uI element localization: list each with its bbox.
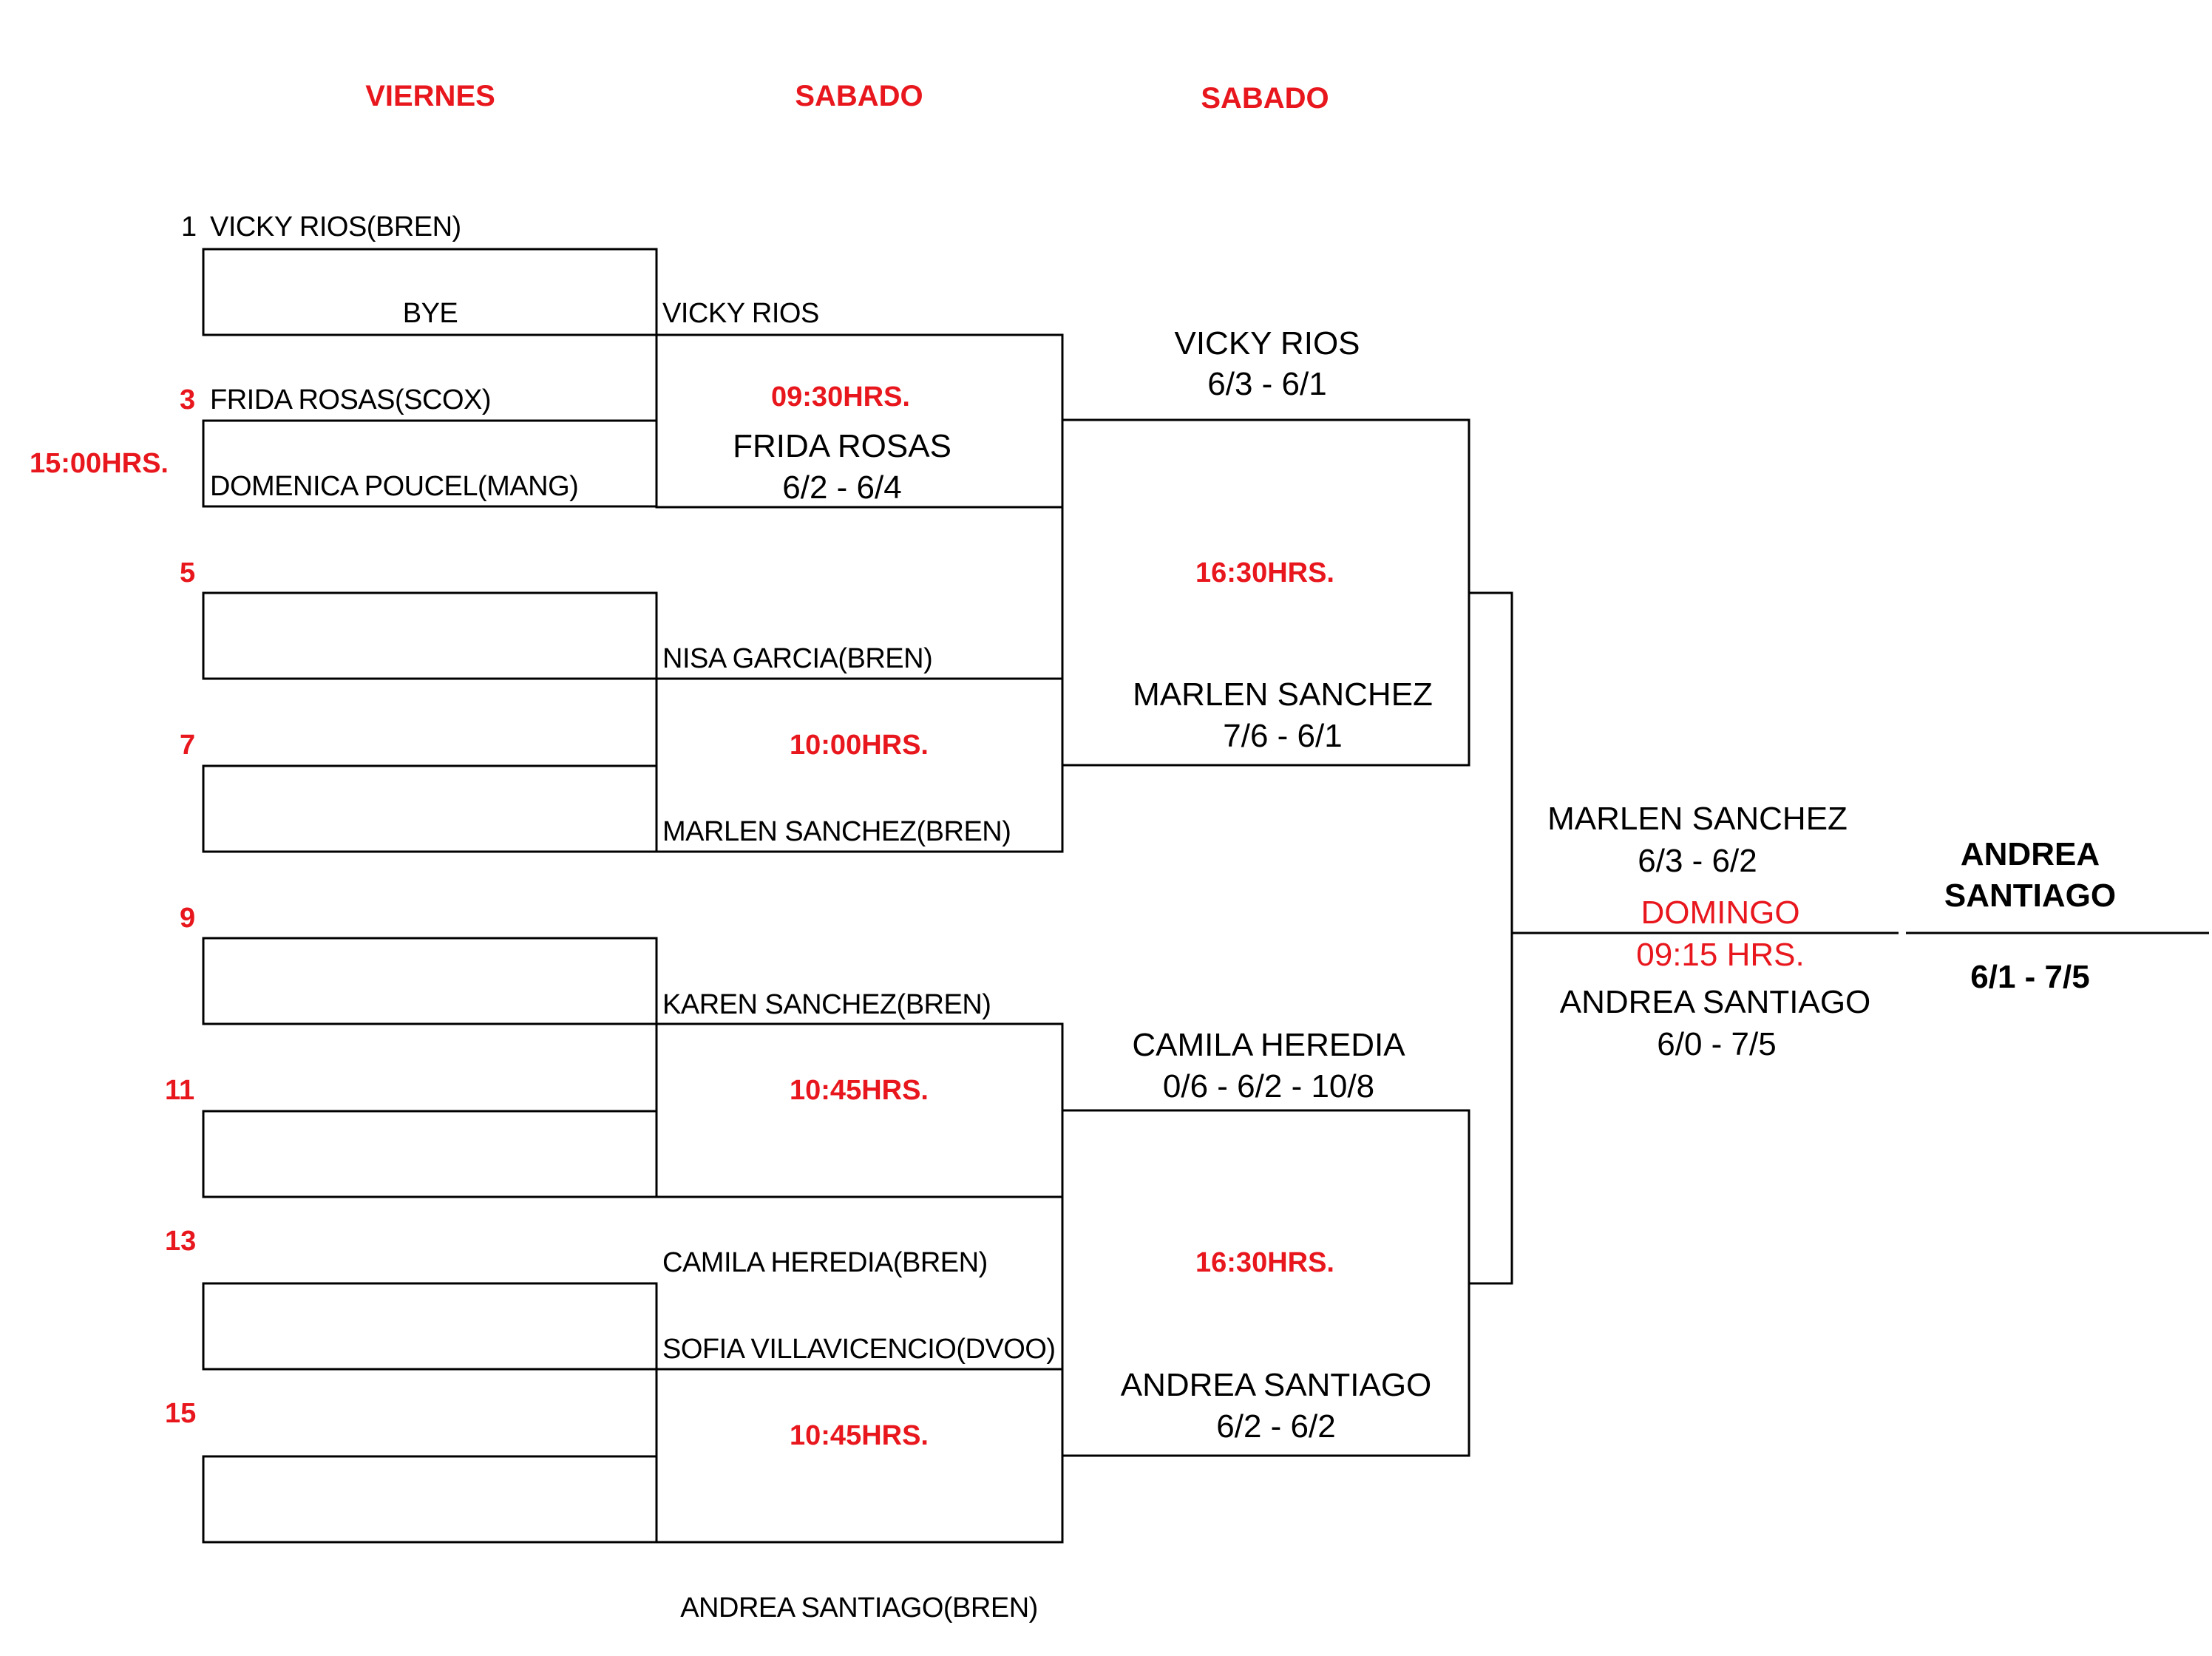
seed-9: 9 bbox=[180, 903, 196, 934]
time-r1: 15:00HRS. bbox=[30, 448, 169, 479]
time-r2-d: 10:45HRS. bbox=[790, 1420, 929, 1451]
r3-box-2 bbox=[1061, 1109, 1470, 1457]
r2-player-karen: KAREN SANCHEZ(BREN) bbox=[662, 989, 991, 1020]
r1-box-3 bbox=[202, 591, 658, 680]
r1-player-1: VICKY RIOS(BREN) bbox=[210, 211, 461, 242]
time-r2-c: 10:45HRS. bbox=[790, 1075, 929, 1106]
final-player-1: MARLEN SANCHEZ bbox=[1547, 801, 1848, 837]
r1-player-4: DOMENICA POUCEL(MANG) bbox=[210, 471, 579, 502]
r2-player-marlen: MARLEN SANCHEZ(BREN) bbox=[662, 816, 1011, 847]
sf-winner-4: ANDREA SANTIAGO bbox=[1120, 1367, 1432, 1403]
seed-5: 5 bbox=[180, 557, 196, 588]
sf-connector bbox=[1469, 591, 1513, 1285]
seed-3: 3 bbox=[180, 384, 196, 415]
sf-winner-2-score: 7/6 - 6/1 bbox=[1223, 718, 1343, 754]
r1-box-8 bbox=[202, 1455, 658, 1544]
final-time: 09:15 HRS. bbox=[1636, 937, 1805, 973]
sf-winner-4-score: 6/2 - 6/2 bbox=[1216, 1408, 1336, 1445]
r2-player-camila: CAMILA HEREDIA(BREN) bbox=[662, 1247, 988, 1278]
r1-box-1 bbox=[202, 248, 658, 336]
r1-player-3: FRIDA ROSAS(SCOX) bbox=[210, 384, 492, 415]
seed-11: 11 bbox=[165, 1075, 195, 1106]
final-player-2: ANDREA SANTIAGO bbox=[1559, 984, 1871, 1020]
time-r2-a: 09:30HRS. bbox=[771, 381, 910, 413]
r1-box-4 bbox=[202, 764, 658, 853]
seed-13: 13 bbox=[165, 1226, 197, 1257]
day-header-r3: SABADO bbox=[1201, 82, 1329, 115]
sf-winner-3: CAMILA HEREDIA bbox=[1132, 1027, 1405, 1063]
final-day: DOMINGO bbox=[1641, 895, 1800, 931]
time-r2-b: 10:00HRS. bbox=[790, 730, 929, 761]
r1-bye: BYE bbox=[402, 298, 458, 329]
r3-box-1 bbox=[1061, 418, 1470, 767]
r2-box-3 bbox=[655, 1022, 1064, 1198]
day-header-r1: VIERNES bbox=[365, 80, 495, 112]
sf-winner-1: VICKY RIOS bbox=[1174, 325, 1360, 362]
r2-player-nisa: NISA GARCIA(BREN) bbox=[662, 643, 933, 674]
sf-winner-3-score: 0/6 - 6/2 - 10/8 bbox=[1162, 1068, 1375, 1104]
time-r3-b: 16:30HRS. bbox=[1195, 1247, 1334, 1278]
champion-last-name: SANTIAGO bbox=[1944, 878, 2117, 914]
seed-1: 1 bbox=[181, 211, 197, 242]
time-r3-a: 16:30HRS. bbox=[1195, 557, 1334, 588]
r2-player-sofia: SOFIA VILLAVICENCIO(DVOO) bbox=[662, 1334, 1056, 1365]
sf-winner-1-score: 6/3 - 6/1 bbox=[1207, 366, 1327, 402]
final-player-2-score: 6/0 - 7/5 bbox=[1657, 1026, 1777, 1062]
r2-winner-2: FRIDA ROSAS bbox=[733, 428, 951, 464]
r2-winner-1: VICKY RIOS bbox=[662, 298, 819, 329]
final-player-1-score: 6/3 - 6/2 bbox=[1638, 843, 1757, 879]
champion-score: 6/1 - 7/5 bbox=[1970, 959, 2090, 995]
r2-box-4 bbox=[655, 1368, 1064, 1544]
champion-first-name: ANDREA bbox=[1960, 836, 2100, 872]
day-header-r2: SABADO bbox=[795, 80, 923, 112]
r2-player-andrea: ANDREA SANTIAGO(BREN) bbox=[680, 1592, 1038, 1623]
seed-15: 15 bbox=[165, 1398, 197, 1429]
r1-box-6 bbox=[202, 1110, 658, 1198]
seed-7: 7 bbox=[180, 730, 196, 761]
r1-box-7 bbox=[202, 1282, 658, 1371]
r2-winner-2-score: 6/2 - 6/4 bbox=[782, 469, 902, 506]
sf-winner-2: MARLEN SANCHEZ bbox=[1133, 676, 1433, 713]
r1-box-5 bbox=[202, 937, 658, 1025]
